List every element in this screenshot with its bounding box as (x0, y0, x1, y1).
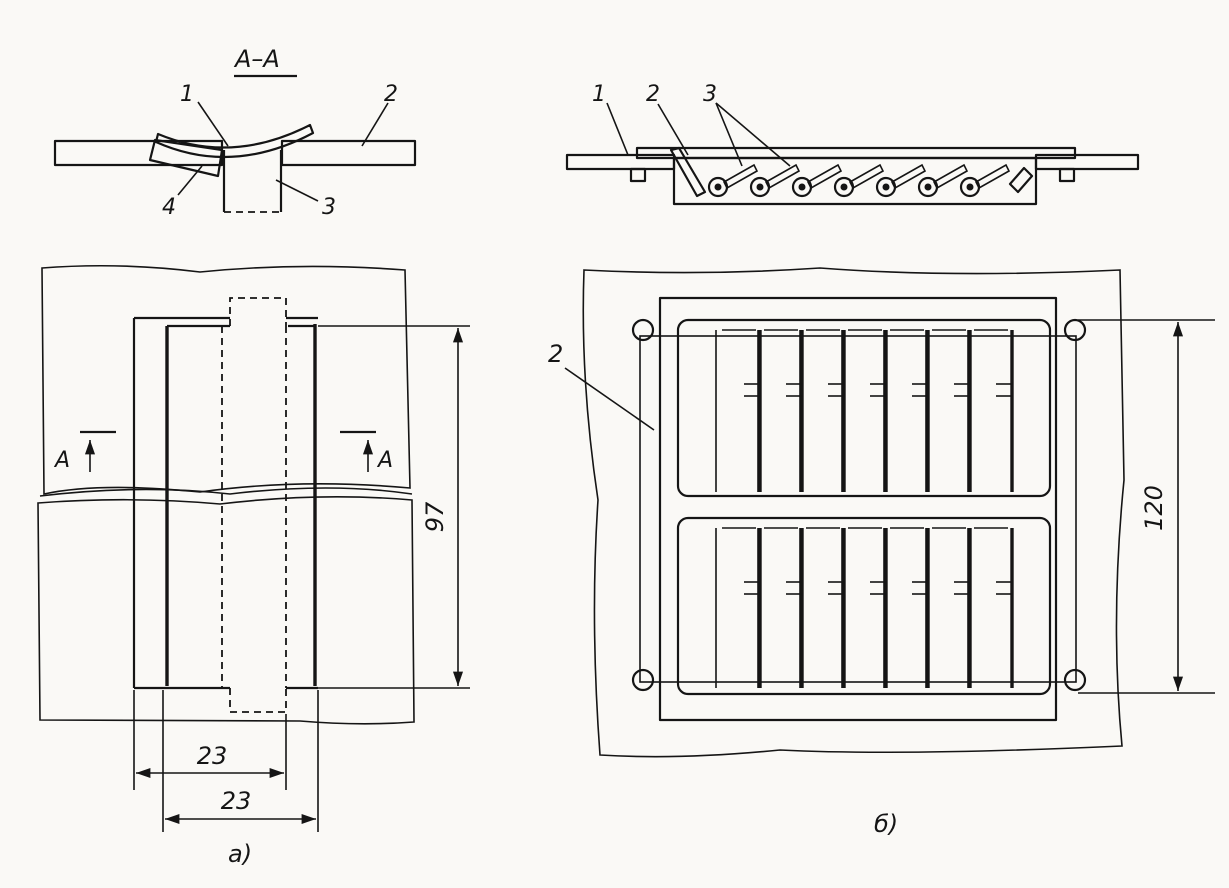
section-letter-left: A (53, 448, 70, 473)
frame-top-b (635, 146, 1077, 160)
callout-1: 1 (180, 82, 194, 107)
corner-hole-br (1063, 668, 1087, 692)
louver-blade (848, 163, 885, 190)
louver-blade (764, 163, 801, 190)
pivot-axle (756, 183, 764, 191)
dim-label-width-inner: 23 (197, 742, 228, 770)
leader-b-2 (657, 103, 689, 156)
section-title: A–A (233, 45, 280, 73)
lower-grille (676, 516, 1052, 696)
housing-b (672, 156, 1038, 206)
upper-grille (676, 318, 1052, 498)
caption-b: б) (874, 810, 898, 838)
edge-block-b (1008, 166, 1034, 194)
callout-2: 2 (384, 82, 398, 107)
insert-4-section (148, 138, 224, 178)
section-letter-right: A (376, 448, 393, 473)
louver-blade (722, 163, 759, 190)
leader-4 (177, 165, 203, 196)
callout-3: 3 (322, 195, 336, 220)
plan-view-a: A A 97 23 23 а) (37, 264, 470, 868)
hidden-block-top (229, 297, 287, 326)
foot-left-b (629, 167, 647, 183)
pivot-axle (924, 183, 932, 191)
panel-lower-a (37, 496, 415, 725)
pivot-axle (840, 183, 848, 191)
corner-hole-bl (631, 668, 655, 692)
frame-inner-b (639, 335, 1077, 683)
louver-blade (974, 163, 1011, 190)
plate-right-section (280, 139, 417, 167)
callout-view-b-2: 2 (548, 340, 563, 368)
leader-b-3b (715, 102, 791, 167)
hidden-block-bottom (229, 688, 287, 713)
pivot-axle (798, 183, 806, 191)
leader-3 (275, 179, 319, 202)
pivot-axle (882, 183, 890, 191)
panel-b (582, 267, 1125, 758)
louver-blade (932, 163, 969, 190)
dim-label-height-a: 97 (421, 501, 449, 532)
corner-hole-tl (631, 318, 655, 342)
spring-1-section (154, 123, 315, 159)
corner-hole-tr (1063, 318, 1087, 342)
break-line-a (39, 487, 413, 497)
callout-4: 4 (162, 195, 176, 220)
dim-label-height-b: 120 (1140, 485, 1168, 531)
leader-view-b-2 (564, 367, 655, 431)
slat-group (715, 329, 1014, 688)
panel-upper-a (41, 264, 411, 495)
section-a-a-view: A–A 1 2 3 4 (53, 45, 417, 220)
pivot-row (707, 163, 1011, 198)
callout-b-2: 2 (646, 82, 660, 107)
callout-b-3: 3 (703, 82, 717, 107)
section-b-view: 1 2 3 (565, 82, 1140, 206)
callout-b-1: 1 (592, 82, 606, 107)
louver-blade (890, 163, 927, 190)
plate-2-b (669, 146, 707, 198)
caption-a: а) (228, 840, 252, 868)
pivot-axle (966, 183, 974, 191)
frame-outer-b (658, 296, 1058, 722)
louver-blade (806, 163, 843, 190)
leader-2 (361, 102, 389, 147)
pivot-axle (714, 183, 722, 191)
foot-right-b (1058, 167, 1076, 183)
dim-label-width-outer: 23 (221, 787, 252, 815)
leader-1 (197, 101, 229, 147)
leader-b-3a (715, 102, 743, 167)
leader-b-1 (606, 102, 629, 156)
plan-view-b: 2 120 б) (548, 267, 1215, 838)
